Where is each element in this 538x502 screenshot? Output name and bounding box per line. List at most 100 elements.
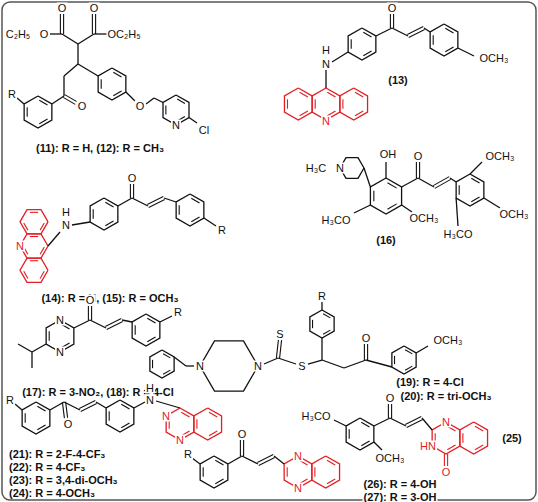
aromatic-bond xyxy=(405,366,412,370)
single-bond xyxy=(344,360,366,368)
single-bond xyxy=(132,198,148,206)
single-bond xyxy=(52,96,64,104)
double-bond xyxy=(405,417,421,425)
aromatic-bond xyxy=(355,92,363,97)
aromatic-bond xyxy=(475,445,483,450)
aromatic-bond xyxy=(314,467,315,476)
ring xyxy=(22,402,50,434)
compound-caption: (14): R = H, (15): R = OCH₃ xyxy=(40,293,179,304)
single-bond xyxy=(146,98,154,104)
aromatic-bond xyxy=(471,197,479,202)
double-bond xyxy=(367,344,368,360)
atom-label: N xyxy=(441,417,451,428)
single-bond xyxy=(90,320,106,328)
ring xyxy=(150,350,174,378)
aromatic-bond xyxy=(30,212,38,213)
atom-label: H₃CO xyxy=(443,229,474,240)
single-bond xyxy=(450,178,456,182)
aromatic-bond xyxy=(300,92,308,97)
ring xyxy=(340,88,368,120)
atom-label: OCH₃ xyxy=(375,453,406,464)
atom-label: N xyxy=(321,116,331,127)
compound-caption: (21): R = 2-F-4-CF₃ xyxy=(8,449,106,460)
double-bond xyxy=(81,403,97,411)
single-bond xyxy=(126,92,135,101)
aromatic-bond xyxy=(363,32,371,37)
aromatic-bond xyxy=(101,79,102,88)
aromatic-bond xyxy=(196,419,197,428)
double-bond xyxy=(63,97,75,104)
ring xyxy=(346,418,374,450)
double-bond xyxy=(60,14,61,34)
double-bond xyxy=(393,14,394,28)
aromatic-bond xyxy=(181,412,189,417)
atom-label: OCH₃ xyxy=(479,53,510,64)
atom-label: OH xyxy=(379,149,398,160)
aromatic-bond xyxy=(147,318,155,323)
aromatic-bond xyxy=(447,445,455,450)
single-bond xyxy=(77,44,78,64)
aromatic-bond xyxy=(121,404,129,409)
atom-label: R xyxy=(173,307,183,318)
aromatic-bond xyxy=(27,107,28,116)
single-bond xyxy=(484,198,500,208)
atom-label: OCH₃ xyxy=(485,151,516,162)
atom-label: OCH₃ xyxy=(409,213,440,224)
aromatic-bond xyxy=(387,183,396,188)
double-bond xyxy=(147,197,163,205)
ring xyxy=(200,341,258,391)
ring xyxy=(98,68,126,100)
double-bond xyxy=(433,177,449,186)
atom-label: O xyxy=(127,173,138,184)
double-bond xyxy=(409,29,425,37)
atom-label: HN xyxy=(419,441,437,452)
aromatic-bond xyxy=(361,422,369,427)
aromatic-bond xyxy=(113,91,121,96)
aromatic-bond xyxy=(39,100,47,105)
double-bond xyxy=(388,404,389,418)
atom-label: N xyxy=(15,241,25,252)
atom-label: C₂H₅ xyxy=(5,29,32,40)
single-bond xyxy=(402,205,412,212)
aromatic-bond xyxy=(191,198,199,203)
atom-label: N xyxy=(55,347,65,358)
double-bond xyxy=(243,440,244,456)
ring xyxy=(460,422,488,454)
atom-label: N xyxy=(293,451,303,462)
single-bond xyxy=(62,34,78,44)
single-bond xyxy=(154,98,163,103)
single-bond xyxy=(424,28,430,32)
single-bond xyxy=(15,404,22,410)
atom-label: O xyxy=(361,333,372,344)
atom-label: R xyxy=(217,225,227,236)
single-bond xyxy=(17,98,24,104)
aromatic-bond xyxy=(135,325,136,334)
atom-label: N xyxy=(145,395,155,406)
ring xyxy=(194,408,222,440)
atom-label: O xyxy=(441,467,452,478)
atom-label: O xyxy=(89,3,100,14)
single-bond xyxy=(364,168,370,187)
ring xyxy=(456,174,484,206)
atom-label: R xyxy=(183,449,193,460)
bonds xyxy=(15,14,500,488)
single-bond xyxy=(390,418,406,426)
atom-label: OC₂H₅ xyxy=(106,29,141,40)
single-bond xyxy=(78,64,98,76)
aromatic-bond xyxy=(209,431,217,436)
atom-label: N xyxy=(161,411,171,422)
single-bond xyxy=(392,28,408,36)
single-bond xyxy=(72,222,90,225)
atom-label: O xyxy=(413,151,424,162)
atom-label: Cl xyxy=(198,125,210,136)
aromatic-bond xyxy=(312,320,313,328)
double-bond xyxy=(105,319,121,327)
aromatic-bond xyxy=(361,441,369,446)
atom-label: O xyxy=(387,3,398,14)
aromatic-bond xyxy=(373,191,374,202)
aromatic-bond xyxy=(363,51,371,56)
aromatic-bond xyxy=(471,178,479,183)
aromatic-bond xyxy=(323,314,330,318)
single-bond xyxy=(325,70,326,88)
atom-label: N xyxy=(253,361,263,372)
